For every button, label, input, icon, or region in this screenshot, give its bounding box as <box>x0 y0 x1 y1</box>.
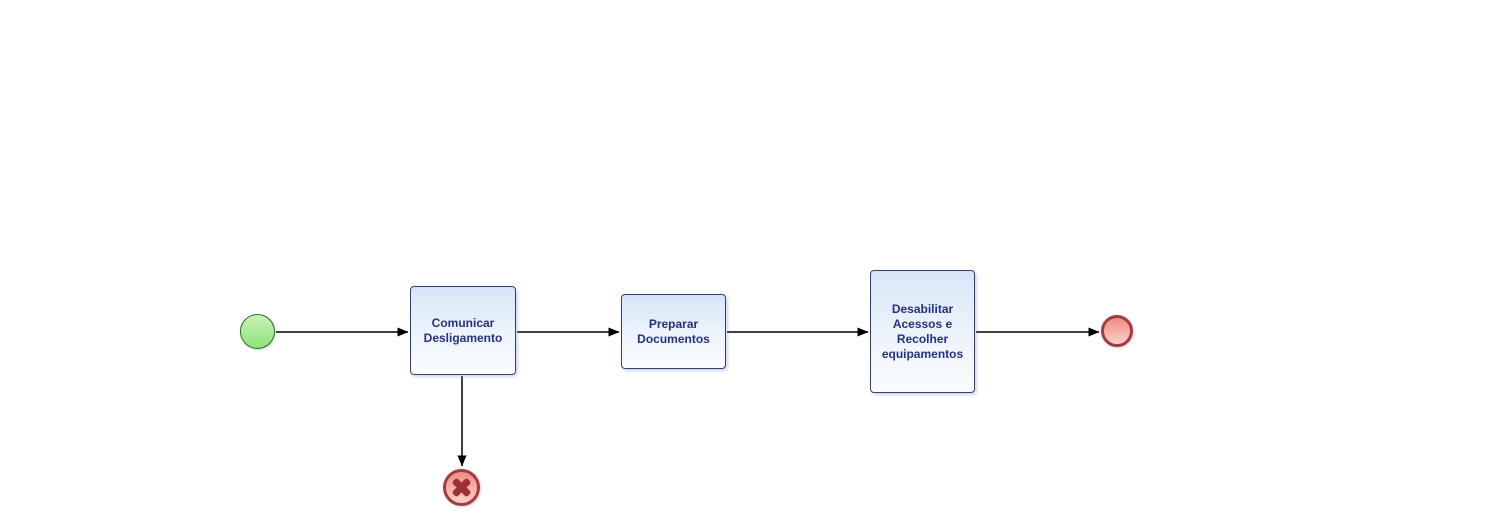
task-preparar-documentos[interactable]: Preparar Documentos <box>621 294 726 369</box>
task-label: Desabilitar Acessos e Recolher equipamen… <box>881 301 964 361</box>
cancel-end-event[interactable] <box>443 469 480 506</box>
x-cross-icon <box>446 472 477 503</box>
task-label: Preparar Documentos <box>637 316 710 346</box>
start-event[interactable] <box>240 314 275 349</box>
task-comunicar-desligamento[interactable]: Comunicar Desligamento <box>410 286 516 375</box>
task-label: Comunicar Desligamento <box>423 315 503 345</box>
end-event[interactable] <box>1101 315 1133 347</box>
task-desabilitar-acessos[interactable]: Desabilitar Acessos e Recolher equipamen… <box>870 270 975 393</box>
